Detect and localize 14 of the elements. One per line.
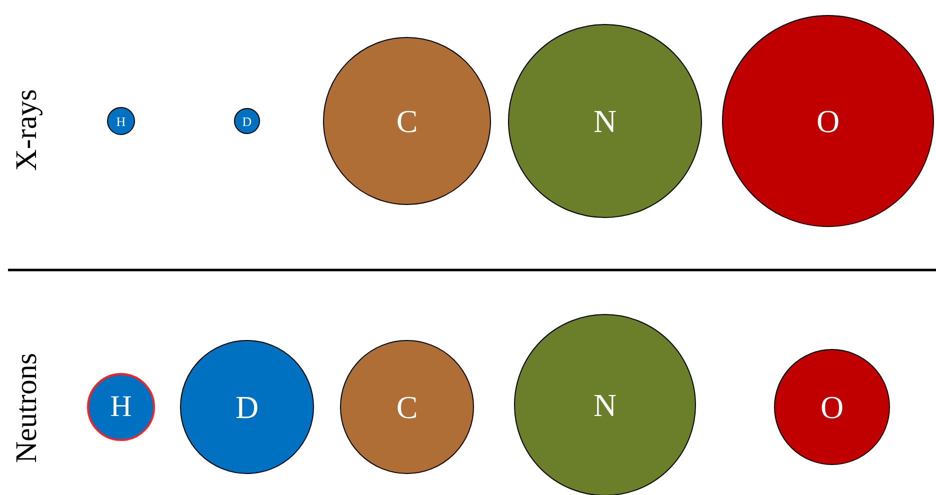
row-label: Neutrons bbox=[10, 353, 44, 463]
element-symbol: O bbox=[816, 105, 840, 137]
element-symbol: N bbox=[593, 389, 617, 421]
element-symbol: D bbox=[235, 391, 259, 423]
element-symbol: C bbox=[396, 391, 418, 423]
atom-circle bbox=[107, 107, 135, 135]
element-symbol: H bbox=[110, 392, 132, 422]
row-label: X-rays bbox=[10, 89, 44, 171]
element-symbol: C bbox=[396, 105, 418, 137]
element-symbol: O bbox=[820, 391, 844, 423]
atom-circle bbox=[234, 108, 260, 134]
element-symbol: H bbox=[116, 114, 126, 128]
element-symbol: D bbox=[242, 114, 252, 128]
element-symbol: N bbox=[593, 105, 617, 137]
